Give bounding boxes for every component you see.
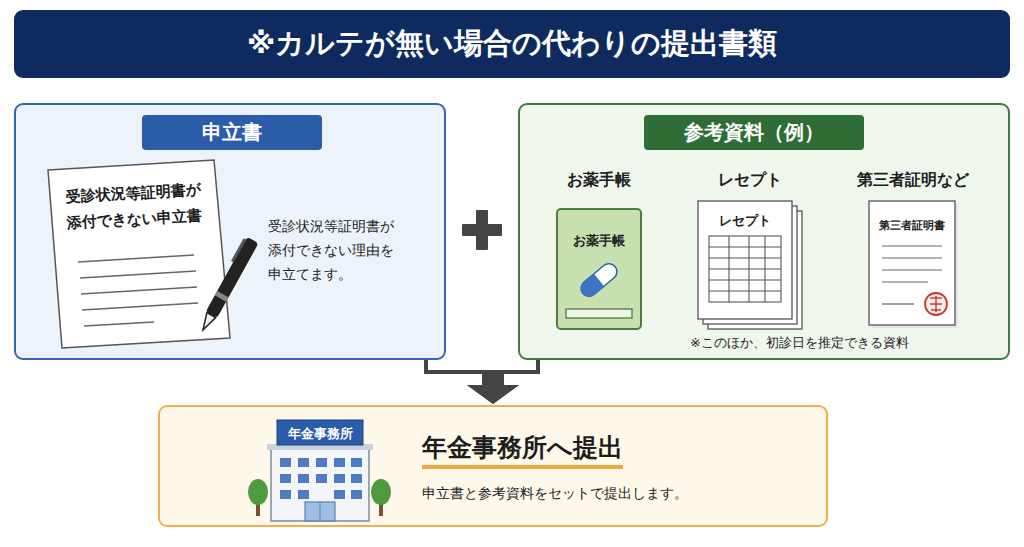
title-text: ※カルテが無い場合の代わりの提出書類 <box>247 24 777 64</box>
merge-arrow <box>426 360 519 404</box>
node-text: 申立書と参考資料をセットで提出します。 <box>422 485 688 503</box>
arrow-head <box>467 385 519 404</box>
arrow-stem <box>482 370 504 385</box>
node-heading: 第三者証明など <box>823 170 1003 191</box>
node-heading: 年金事務所 <box>277 422 363 445</box>
submission-panel: 年金事務所へ提出申立書と参考資料をセットで提出します。 年金事務所 <box>158 405 828 527</box>
arrow-stem <box>482 370 504 385</box>
paper-document: 受診状況等証明書が 添付できない申立書 <box>44 158 232 350</box>
reference-panel: 参考資料（例）※このほか、初診日を推定できる資料 お薬手帳お薬手帳 レセプトレセ… <box>518 103 1010 360</box>
node-text: 第三者証明書 <box>868 218 956 233</box>
connector-line <box>493 360 538 372</box>
node-heading: 年金事務所へ提出 <box>422 431 623 469</box>
document-panel: 申立書受診状況等証明書が 添付できない理由を 申立てます。 受診状況等証明書が … <box>14 103 446 360</box>
node-text: お薬手帳 <box>556 232 642 250</box>
certificate-paper: 第三者証明など第三者証明書 <box>868 200 958 328</box>
tree-illustration <box>371 479 391 516</box>
node-heading: お薬手帳 <box>526 170 672 191</box>
connector-line <box>426 360 493 372</box>
node-text: レセプト <box>697 212 793 230</box>
node-text: ※このほか、初診日を推定できる資料 <box>690 334 909 352</box>
pen-illustration <box>195 236 258 334</box>
arrow-head <box>467 385 519 404</box>
merge-arrow <box>467 360 538 404</box>
node-heading: 受診状況等証明書が 添付できない申立書 <box>65 176 210 235</box>
receipt-stack: レセプトレセプト <box>697 200 803 330</box>
node-text: 受診状況等証明書が 添付できない理由を 申立てます。 <box>268 214 404 286</box>
booklet-shape <box>556 208 642 330</box>
tree-illustration <box>248 479 268 516</box>
office-building: 年金事務所 <box>267 418 373 522</box>
node-heading: レセプト <box>667 170 833 191</box>
medicine-booklet: お薬手帳お薬手帳 <box>556 208 642 330</box>
node-heading: 申立書 <box>142 115 322 150</box>
plus-sign <box>462 210 502 250</box>
title-banner: ※カルテが無い場合の代わりの提出書類 <box>14 10 1010 78</box>
node-heading: 参考資料（例） <box>644 115 864 150</box>
